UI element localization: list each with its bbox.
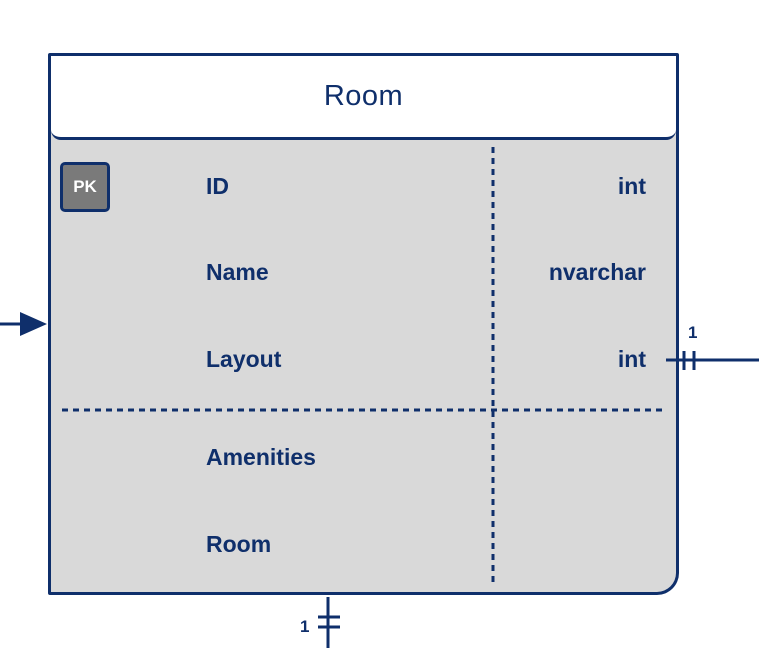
field-name-layout: Layout [206,346,282,372]
field-name-room: Room [206,531,272,557]
entity-header: Room [51,56,676,140]
primary-key-badge: PK [60,162,110,212]
field-type-name: nvarchar [548,259,646,285]
room-entity[interactable]: Room [48,53,679,595]
field-type-layout: int [617,346,646,372]
bottom-cardinality-label: 1 [300,617,310,636]
arrowhead-icon [20,312,47,336]
field-name-amenities: Amenities [206,444,316,470]
entity-title: Room [323,80,404,112]
right-cardinality-label: 1 [688,323,698,342]
field-type-id: int [617,173,646,199]
field-name-id: ID [206,173,229,199]
field-name-name: Name [206,259,269,285]
